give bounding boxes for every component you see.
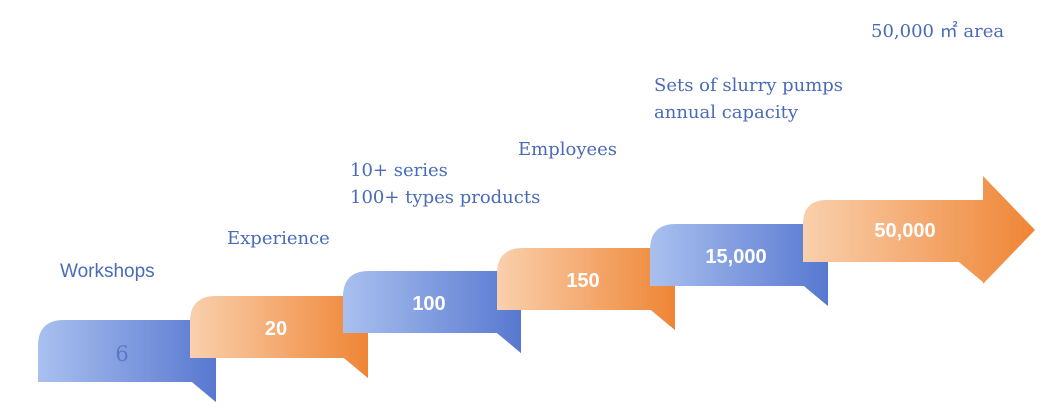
step-4-value: 150 (566, 270, 599, 292)
caption-workshops: Workshops (60, 261, 155, 282)
caption-series: 10+ series 100+ types products (350, 157, 540, 211)
step-3-block (343, 271, 521, 353)
caption-experience: Experience (227, 228, 330, 249)
caption-capacity-line2: annual capacity (654, 102, 799, 123)
step-1-value: 6 (115, 342, 128, 366)
step-5-block (650, 224, 828, 306)
step-2-value: 20 (265, 318, 287, 340)
caption-capacity: Sets of slurry pumps annual capacity (654, 72, 843, 126)
caption-employees: Employees (518, 139, 618, 160)
step-3-value: 100 (412, 293, 445, 315)
step-6-block (803, 176, 1035, 284)
step-6-value: 50,000 (874, 220, 935, 242)
step-4-block (497, 248, 675, 330)
step-2-block (190, 296, 368, 378)
caption-area: 50,000 ㎡ area (871, 21, 1005, 42)
caption-series-line2: 100+ types products (350, 187, 541, 208)
caption-series-line1: 10+ series (350, 160, 448, 181)
caption-capacity-line1: Sets of slurry pumps (654, 75, 844, 96)
step-5-value: 15,000 (705, 246, 766, 268)
step-1-block (38, 320, 216, 402)
